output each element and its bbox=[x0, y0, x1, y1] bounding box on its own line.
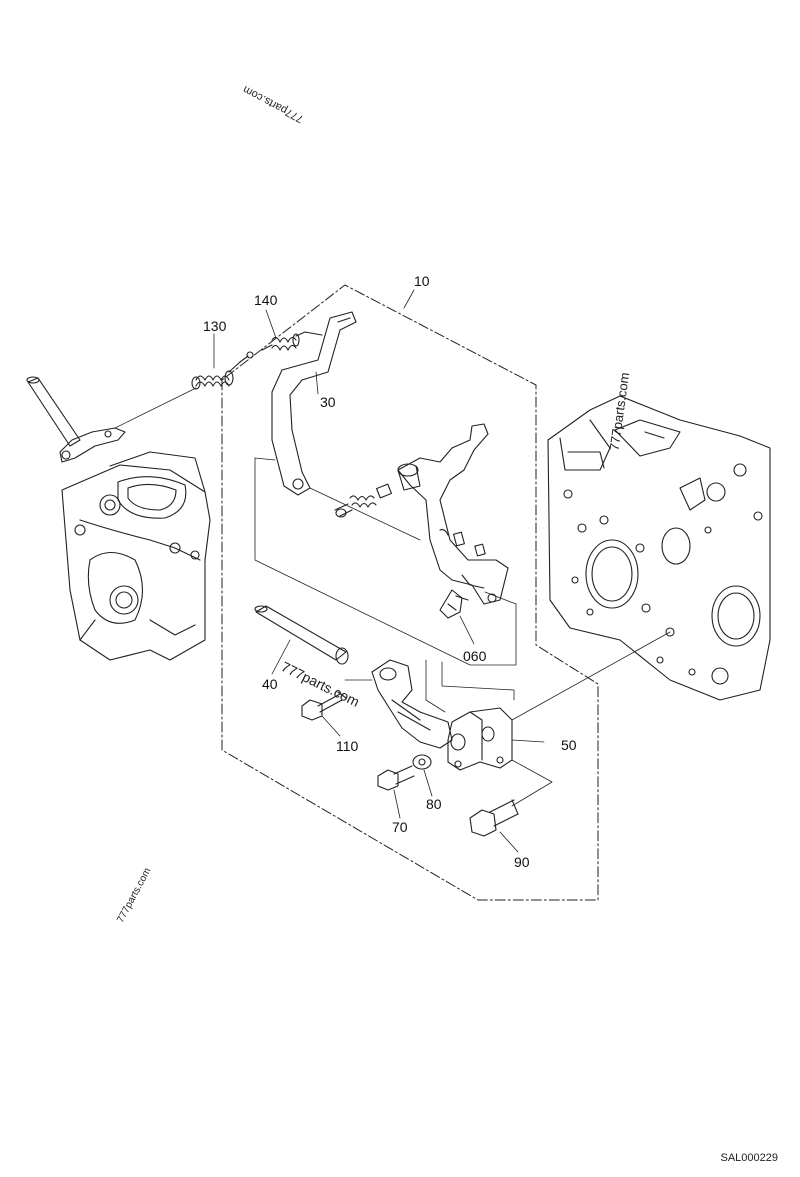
bolt-90 bbox=[469, 799, 519, 837]
callout-060: 060 bbox=[463, 648, 487, 664]
callout-10: 10 bbox=[414, 273, 430, 289]
shaft-lever-left bbox=[26, 376, 126, 463]
callout-130: 130 bbox=[203, 318, 227, 334]
bolt-70 bbox=[377, 765, 415, 791]
leader-frame-lower bbox=[344, 631, 671, 807]
bolt-110 bbox=[301, 691, 347, 721]
bolt-060 bbox=[439, 589, 469, 619]
callout-30: 30 bbox=[320, 394, 336, 410]
callout-110: 110 bbox=[336, 738, 359, 754]
lever-arm-and-block-50 bbox=[371, 659, 513, 771]
assembly-boundary bbox=[221, 284, 599, 901]
leader-frame-upper bbox=[254, 457, 517, 666]
drawing-code: SAL000229 bbox=[720, 1152, 779, 1164]
spring-130 bbox=[114, 355, 249, 429]
lever-30 bbox=[254, 311, 357, 496]
callout-leaders bbox=[213, 289, 545, 853]
shaft-40 bbox=[254, 605, 349, 665]
callout-50: 50 bbox=[561, 737, 577, 753]
washer-80 bbox=[412, 754, 432, 770]
engine-block-left bbox=[61, 451, 211, 661]
callout-140: 140 bbox=[254, 292, 278, 308]
callout-70: 70 bbox=[392, 819, 408, 835]
callout-90: 90 bbox=[514, 854, 530, 870]
bracket-assembly bbox=[397, 423, 509, 605]
callout-80: 80 bbox=[426, 796, 442, 812]
callout-40: 40 bbox=[262, 676, 278, 692]
engine-block-right bbox=[547, 395, 771, 701]
spring-140 bbox=[246, 331, 323, 359]
pin-spring-middle bbox=[334, 483, 392, 518]
